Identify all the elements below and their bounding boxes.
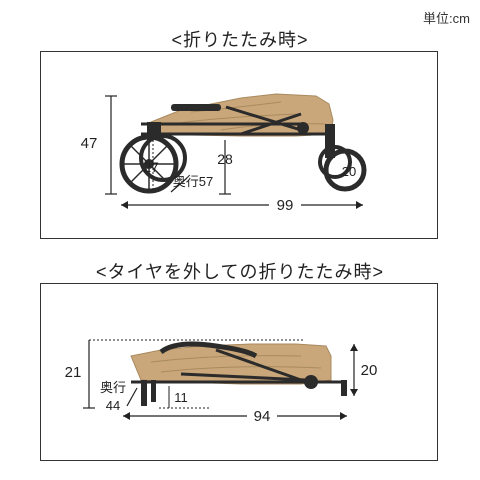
wagon2-right-leg	[341, 380, 347, 396]
rear-wheel-second	[318, 145, 352, 179]
folded-no-tires-diagram: 21 20 奥行 44 11 94	[65, 339, 378, 425]
wagon2-fabric-fold-1	[150, 355, 302, 363]
depth2-label-line2: 44	[106, 398, 120, 413]
length-label: 99	[277, 197, 294, 214]
wagon-frame-rails	[141, 105, 331, 136]
height-label: 47	[81, 135, 98, 152]
length2-arrow-right	[340, 412, 347, 420]
wagon2-left-leg	[141, 380, 147, 406]
wagon-fabric-fold-2	[170, 113, 302, 125]
length-arrow-right	[356, 201, 363, 209]
depth-label: 奥行57	[173, 174, 213, 189]
depth2-arrow	[126, 387, 138, 407]
height-right-arrow-top	[350, 344, 358, 351]
clearance-label: 28	[217, 151, 233, 167]
rear-wheel-bracket	[325, 124, 335, 158]
wagon2-handle	[159, 341, 258, 359]
front-wheel-spokes	[123, 138, 175, 190]
height-right-arrow-bottom	[350, 389, 358, 396]
length2-arrow-left	[123, 412, 130, 420]
depth2-label-line1: 奥行	[100, 380, 126, 395]
folded-without-tires-frame: 21 20 奥行 44 11 94	[40, 283, 438, 461]
folded-wagon-diagram: 47 27 28 奥行57 20 99	[81, 93, 367, 214]
wagon-frame-joint	[297, 122, 309, 134]
wagon2-left-leg-2	[151, 380, 156, 402]
folded-title: <折りたたみ時>	[171, 30, 309, 50]
leg-label: 11	[174, 390, 188, 405]
front-wheel	[119, 134, 179, 194]
wagon2-fabric-fold-2	[160, 366, 322, 373]
rear-wheel-label: 20	[342, 164, 356, 179]
depth-arrow	[170, 177, 188, 193]
wagon-handle	[171, 104, 221, 111]
front-wheel-second	[139, 134, 187, 182]
wagon2-frame-joint	[304, 375, 318, 389]
wheel-diameter-label: 27	[143, 159, 159, 175]
length2-label: 94	[254, 408, 271, 425]
unit-label: 単位:cm	[423, 11, 470, 26]
length-arrow-left	[121, 201, 128, 209]
height-left-label: 21	[65, 364, 82, 381]
folded-without-tires-title: <タイヤを外しての折りたたみ時>	[96, 262, 384, 282]
folded-diagram-frame: 47 27 28 奥行57 20 99	[40, 51, 438, 239]
height-right-label: 20	[361, 362, 378, 379]
